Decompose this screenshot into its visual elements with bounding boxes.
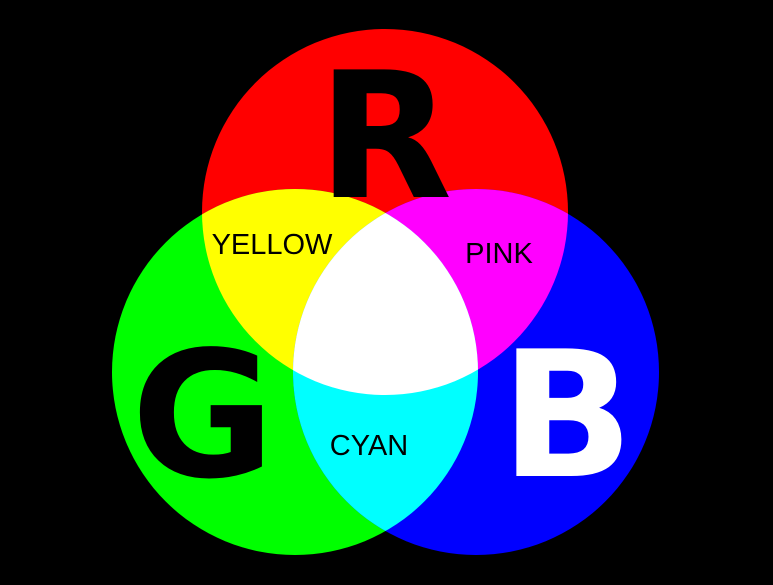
label-pink: PINK: [465, 238, 533, 270]
letter-r: R: [318, 36, 453, 239]
letter-b: B: [500, 315, 633, 518]
label-cyan: CYAN: [330, 430, 408, 462]
label-yellow: YELLOW: [212, 229, 333, 261]
letter-g: G: [131, 315, 275, 518]
